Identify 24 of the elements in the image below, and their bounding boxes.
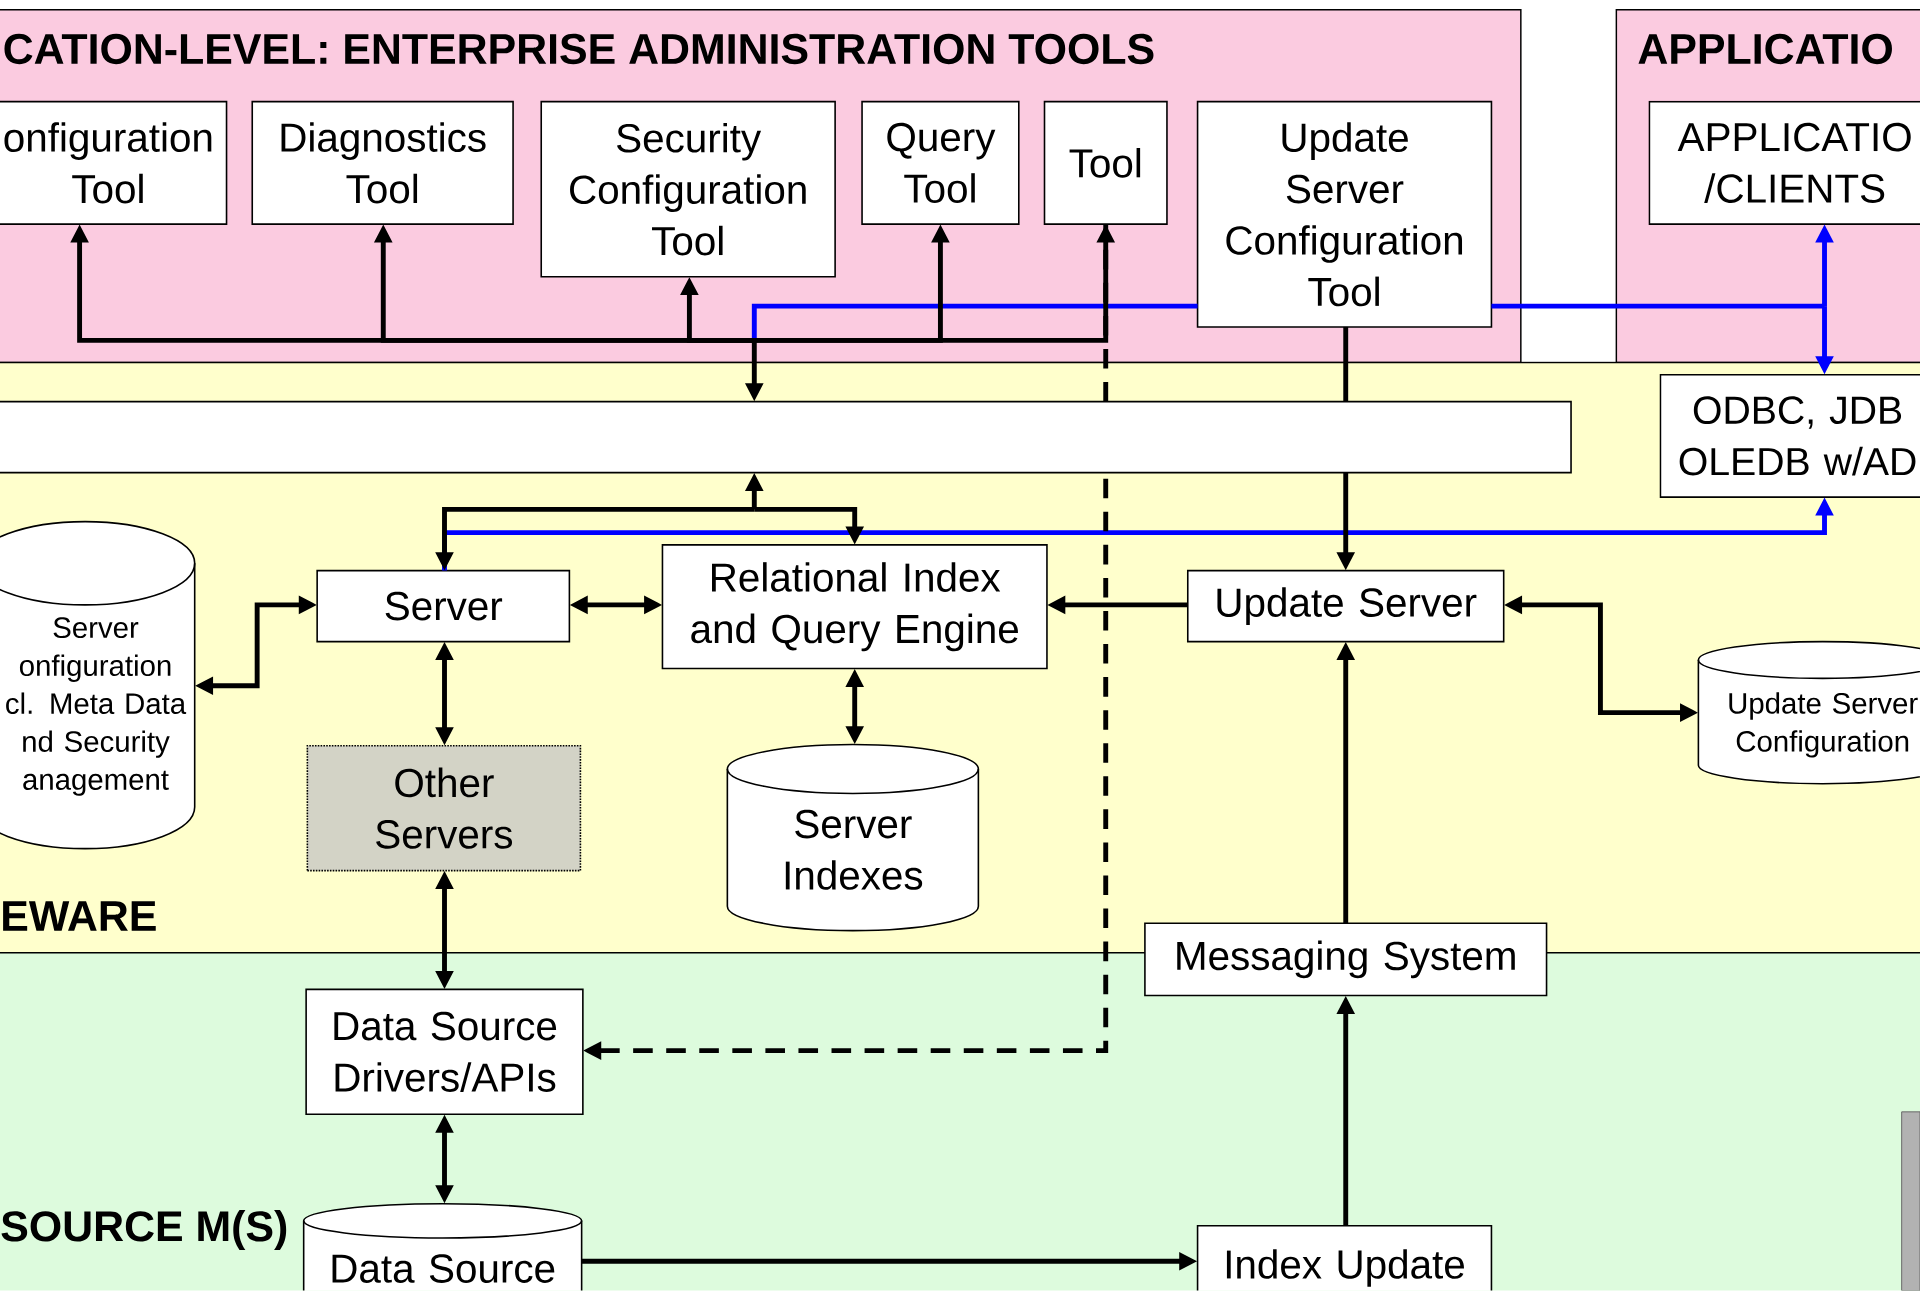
band-heading: APPLICATIO: [1638, 34, 1892, 65]
band-heading: CATION-LEVEL: ENTERPRISE ADMINISTRATION TOOLS: [4, 34, 1154, 65]
process-box: Query Tool: [861, 101, 1020, 226]
process-box: Security Configuration Tool: [540, 101, 836, 278]
process-box: Diagnostics Tool: [251, 101, 514, 226]
process-box: APPLICATIO /CLIENTS: [1648, 101, 1920, 226]
api-bar: [0, 401, 1572, 474]
database-cylinder: Data Source: [302, 1203, 583, 1291]
process-box: Relational Index and Query Engine: [661, 544, 1048, 670]
process-box: Update Server: [1186, 570, 1505, 643]
process-box: onfiguration Tool: [0, 101, 228, 226]
process-box: Tool: [1043, 101, 1168, 226]
process-box: ODBC, JDB OLEDB w/AD: [1659, 374, 1920, 499]
process-box: Index Update: [1196, 1225, 1493, 1291]
process-box: Messaging System: [1144, 922, 1548, 997]
database-cylinder: Update Server Configuration: [1697, 641, 1920, 785]
database-cylinder: Server onfiguration cl. Meta Data nd Security anagement: [0, 521, 196, 850]
band-heading: EWARE: [3, 901, 156, 931]
process-box: Server: [316, 570, 571, 643]
band-heading: SOURCE M(S): [1, 1210, 287, 1251]
process-box: Data Source Drivers/APIs: [305, 988, 584, 1116]
shaded-box: Other Servers: [306, 745, 582, 872]
process-box: Update Server Configuration Tool: [1196, 101, 1493, 328]
database-cylinder: Server Indexes: [726, 743, 980, 932]
